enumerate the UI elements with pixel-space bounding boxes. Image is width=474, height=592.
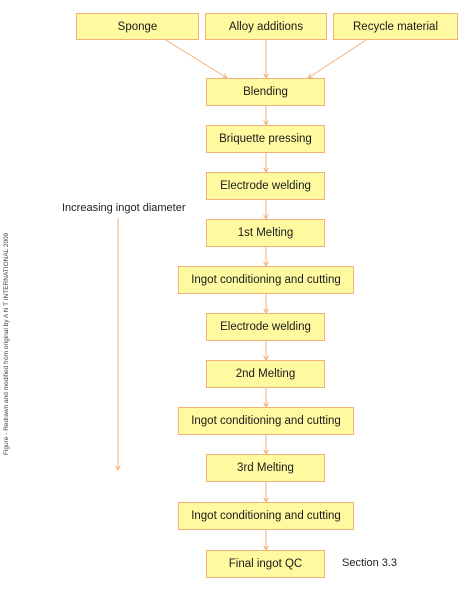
step-ingot-conditioning-1: Ingot conditioning and cutting	[178, 266, 354, 294]
increasing-ingot-diameter-label: Increasing ingot diameter	[62, 202, 186, 214]
section-reference: Section 3.3	[342, 557, 398, 569]
input-sponge: Sponge	[76, 13, 199, 40]
input-recycle-material: Recycle material	[333, 13, 458, 40]
step-3rd-melting: 3rd Melting	[206, 454, 325, 482]
step-electrode-welding-2: Electrode welding	[206, 313, 325, 341]
arrow-recycle-to-blending-line	[307, 39, 367, 79]
step-blending: Blending	[206, 78, 325, 106]
input-alloy-additions: Alloy additions	[205, 13, 327, 40]
figure-credit: Figure - Redrawn and modified from origi…	[3, 232, 10, 455]
step-ingot-conditioning-2: Ingot conditioning and cutting	[178, 407, 354, 435]
step-ingot-conditioning-3: Ingot conditioning and cutting	[178, 502, 354, 530]
step-briquette-pressing: Briquette pressing	[206, 125, 325, 153]
step-final-ingot-qc: Final ingot QC	[206, 550, 325, 578]
step-2nd-melting: 2nd Melting	[206, 360, 325, 388]
arrow-increasing-diameter-head	[115, 465, 121, 472]
step-electrode-welding-1: Electrode welding	[206, 172, 325, 200]
arrow-sponge-to-blending-line	[165, 39, 228, 79]
step-1st-melting: 1st Melting	[206, 219, 325, 247]
